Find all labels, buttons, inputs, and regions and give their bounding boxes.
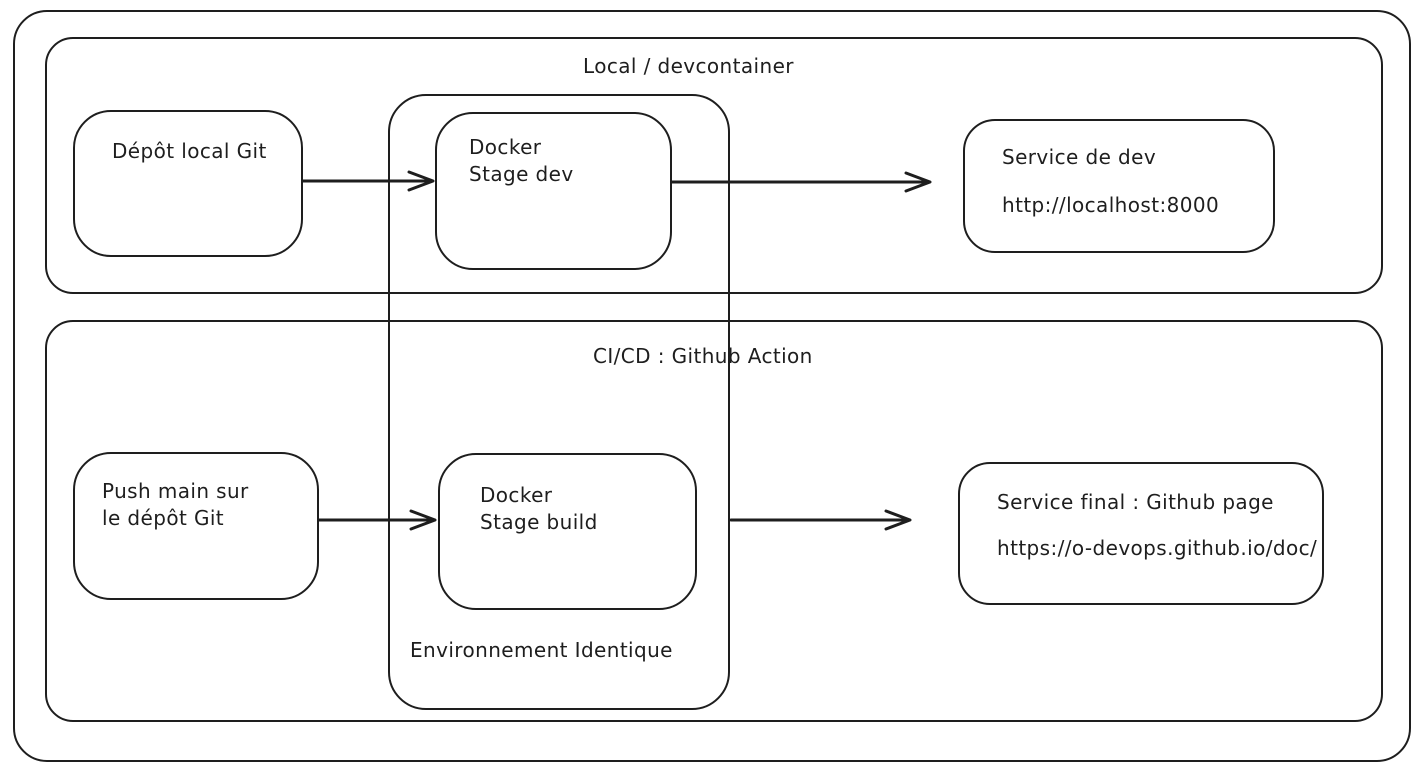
node-push-main-line1: Push main sur <box>102 479 249 503</box>
node-service-de-dev: Service de dev http://localhost:8000 <box>963 119 1275 253</box>
node-docker-stage-build-line1: Docker <box>480 483 553 507</box>
node-push-main-line2: le dépôt Git <box>102 506 225 530</box>
environment-identique-container <box>388 94 730 710</box>
node-service-final: Service final : Github page https://o-de… <box>958 462 1324 605</box>
node-docker-stage-build-line2: Stage build <box>480 510 598 534</box>
node-service-de-dev-url: http://localhost:8000 <box>1002 193 1220 217</box>
node-service-final-title: Service final : Github page <box>997 490 1274 514</box>
section-cicd-title: CI/CD : Github Action <box>593 344 813 368</box>
section-local-title: Local / devcontainer <box>583 54 794 78</box>
node-push-main: Push main sur le dépôt Git <box>73 452 319 600</box>
node-depot-local-git: Dépôt local Git <box>73 110 303 257</box>
outer-frame <box>13 10 1411 762</box>
node-depot-local-git-label: Dépôt local Git <box>112 139 267 163</box>
section-local-devcontainer <box>45 37 1383 294</box>
environment-identique-label: Environnement Identique <box>410 638 673 662</box>
node-docker-stage-dev-line2: Stage dev <box>469 162 574 186</box>
node-service-final-url: https://o-devops.github.io/doc/ <box>997 536 1318 560</box>
node-service-de-dev-title: Service de dev <box>1002 145 1157 169</box>
node-docker-stage-dev: Docker Stage dev <box>435 112 672 270</box>
node-docker-stage-build: Docker Stage build <box>438 453 697 610</box>
section-cicd-github-action <box>45 320 1383 722</box>
node-docker-stage-dev-line1: Docker <box>469 135 542 159</box>
